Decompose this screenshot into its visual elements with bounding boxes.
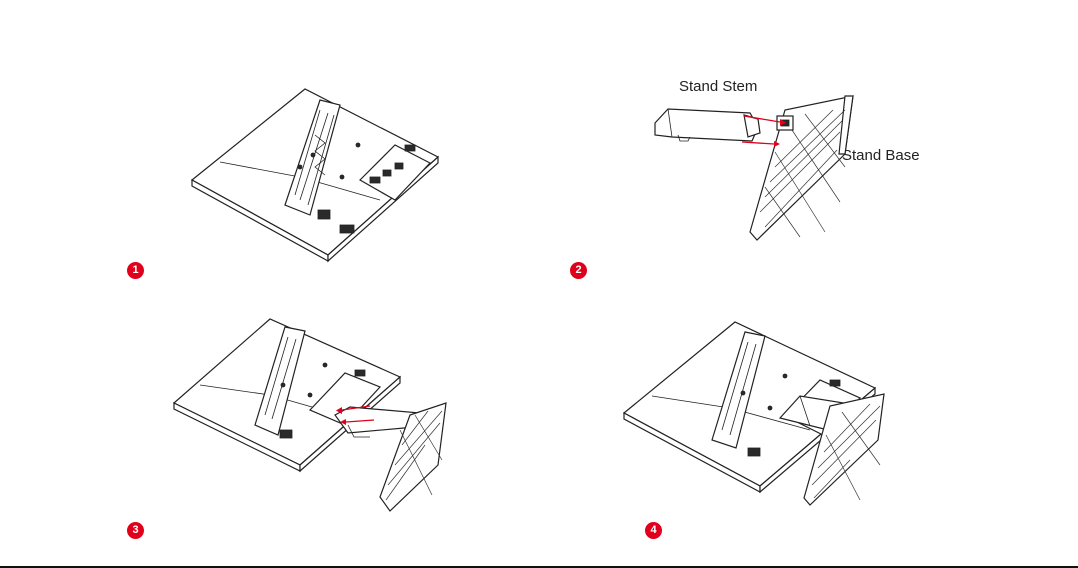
monitor-back-illustration-step1	[180, 85, 450, 260]
step-3-badge: 3	[127, 522, 144, 539]
monitor-back-illustration-step3	[170, 315, 460, 515]
alignment-arrows-step3	[330, 400, 380, 430]
step-4-badge: 4	[645, 522, 662, 539]
stem-to-base-arrows	[740, 110, 790, 150]
step-2-badge: 2	[570, 262, 587, 279]
stand-base-attached-step4	[800, 390, 890, 505]
step-1-badge: 1	[127, 262, 144, 279]
